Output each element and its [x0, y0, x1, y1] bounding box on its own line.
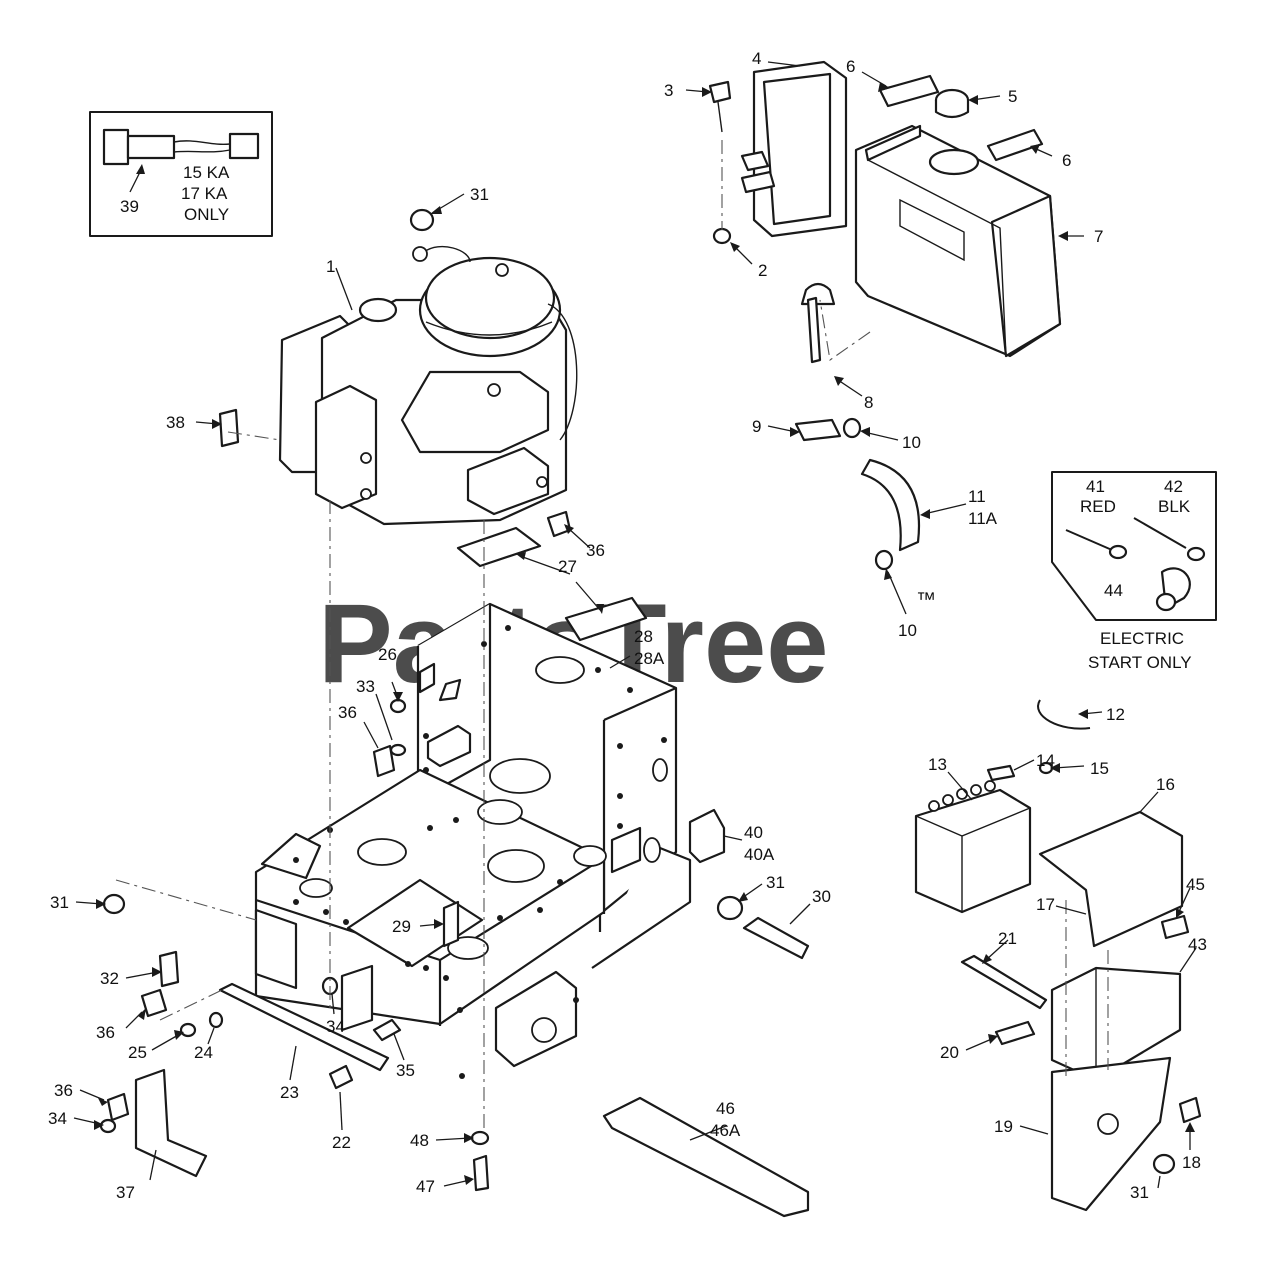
callout-26: 26 [378, 645, 397, 664]
callout-labels: 1 2 3 4 5 6 6 7 8 9 10 10 11 11A 12 13 1… [48, 49, 1207, 1202]
callout-15: 15 [1090, 759, 1109, 778]
callout-36-frame: 36 [338, 703, 357, 722]
callout-39: 39 [120, 197, 139, 216]
callout-47: 47 [416, 1177, 435, 1196]
callout-12: 12 [1106, 705, 1125, 724]
callout-31-middle: 31 [766, 873, 785, 892]
callout-6b: 6 [1062, 151, 1071, 170]
electric-note-1: ELECTRIC [1100, 629, 1184, 648]
callout-46: 46 [716, 1099, 735, 1118]
callout-36-engine: 36 [586, 541, 605, 560]
harness-note-3: ONLY [184, 205, 229, 224]
callout-5: 5 [1008, 87, 1017, 106]
callout-31-top: 31 [470, 185, 489, 204]
harness-note-2: 17 KA [181, 184, 228, 203]
callout-28a: 28A [634, 649, 665, 668]
callout-20: 20 [940, 1043, 959, 1062]
callout-38: 38 [166, 413, 185, 432]
callout-17: 17 [1036, 895, 1055, 914]
connector-body [126, 134, 176, 160]
callout-13: 13 [928, 755, 947, 774]
callout-14: 14 [1036, 751, 1055, 770]
frame [254, 602, 692, 1079]
callout-32: 32 [100, 969, 119, 988]
callout-2: 2 [758, 261, 767, 280]
callout-10: 10 [902, 433, 921, 452]
callout-31-right: 31 [1130, 1183, 1149, 1202]
callout-11: 11 [968, 487, 986, 506]
assembly-lines [115, 140, 1109, 1130]
callout-18: 18 [1182, 1153, 1201, 1172]
callout-37: 37 [116, 1183, 135, 1202]
callout-41: 41 [1086, 477, 1105, 496]
callout-29: 29 [392, 917, 411, 936]
callout-34: 34 [326, 1017, 345, 1036]
callout-19: 19 [994, 1117, 1013, 1136]
callout-8: 8 [864, 393, 873, 412]
callout-40a: 40A [744, 845, 775, 864]
callout-34b: 34 [48, 1109, 67, 1128]
harness-inset: 39 15 KA 17 KA ONLY [89, 111, 273, 237]
callout-4: 4 [752, 49, 761, 68]
wire-blk-label: BLK [1158, 497, 1191, 516]
callout-24: 24 [194, 1043, 213, 1062]
callout-21: 21 [998, 929, 1017, 948]
callout-6: 6 [846, 57, 855, 76]
watermark-trademark: ™ [916, 589, 936, 611]
callout-43: 43 [1188, 935, 1207, 954]
callout-42: 42 [1164, 477, 1183, 496]
fuel-tank [740, 60, 1062, 358]
connector-left [102, 128, 130, 166]
callout-16: 16 [1156, 775, 1175, 794]
connector-right [228, 132, 260, 160]
callout-7: 7 [1094, 227, 1103, 246]
callout-36-lower: 36 [54, 1081, 73, 1100]
callout-25: 25 [128, 1043, 147, 1062]
callout-11a: 11A [968, 509, 998, 528]
electric-note-2: START ONLY [1088, 653, 1192, 672]
callout-48: 48 [410, 1131, 429, 1150]
callout-10b: 10 [898, 621, 917, 640]
callout-44: 44 [1104, 581, 1123, 600]
callout-31-left: 31 [50, 893, 69, 912]
callout-28: 28 [634, 627, 653, 646]
small-parts [99, 74, 1202, 1218]
harness-note-1: 15 KA [183, 163, 230, 182]
engine [278, 246, 578, 526]
callout-36-left: 36 [96, 1023, 115, 1042]
callout-23: 23 [280, 1083, 299, 1102]
callout-35: 35 [396, 1061, 415, 1080]
callout-27: 27 [558, 557, 577, 576]
callout-40: 40 [744, 823, 763, 842]
wire-red-label: RED [1080, 497, 1116, 516]
callout-1: 1 [326, 257, 335, 276]
callout-45: 45 [1186, 875, 1205, 894]
callout-9: 9 [752, 417, 761, 436]
callout-3: 3 [664, 81, 673, 100]
callout-33: 33 [356, 677, 375, 696]
callout-46a: 46A [710, 1121, 741, 1140]
callout-22: 22 [332, 1133, 351, 1152]
leaders [73, 61, 1197, 1189]
electric-start-inset: 41 RED 42 BLK 44 ELECTRIC START ONLY [1051, 471, 1217, 672]
callout-30: 30 [812, 887, 831, 906]
